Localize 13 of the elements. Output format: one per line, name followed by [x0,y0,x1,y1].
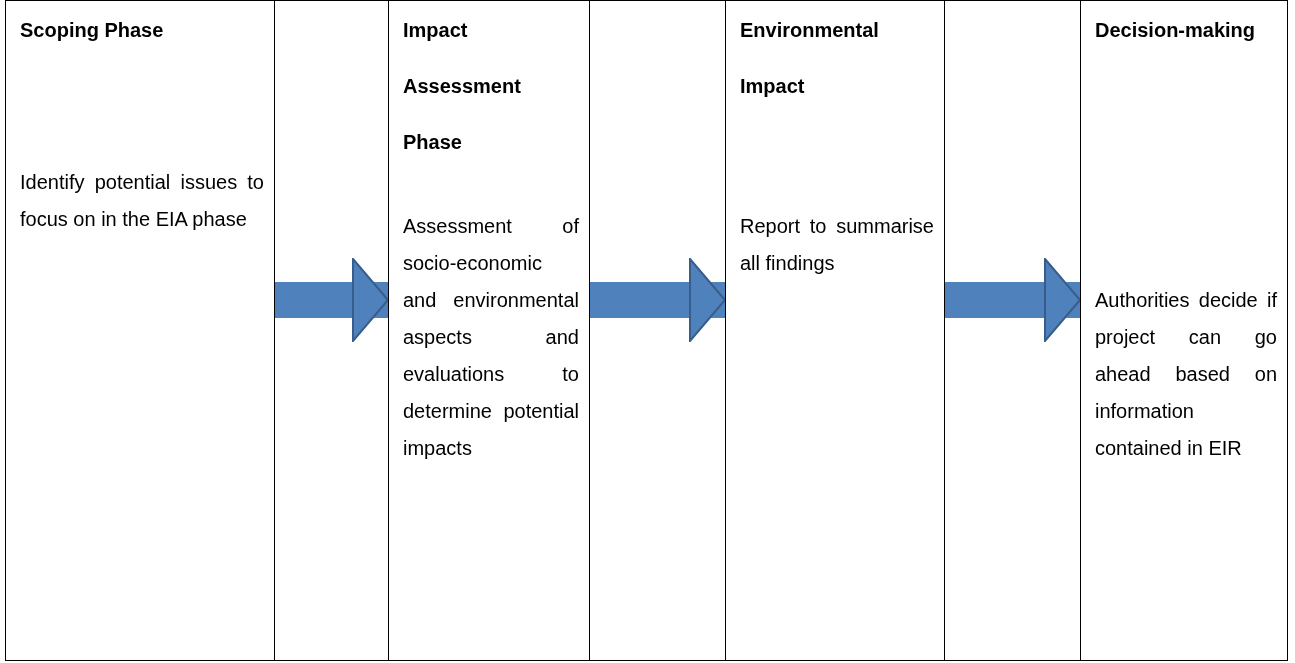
phase-cell [725,0,945,661]
phase-heading: Environmental Impact [740,18,880,99]
phase-cell [388,0,590,661]
phase-description: Identify potential issues to focus on in the EIA phase [20,170,264,232]
phase-description: Authorities decide if project can go ahead based on information contained in EIR [1095,288,1277,461]
phase-description: Report to summarise all findings [740,214,934,276]
block-arrow [590,258,726,342]
phase-heading: Decision-making [1095,18,1257,43]
block-arrow [945,258,1081,342]
phase-description: Assessment of socio-economic and environmental aspects and evaluations to determine potential impacts [403,214,579,461]
block-arrow [275,258,389,342]
phase-heading: Impact Assessment Phase [403,18,522,155]
phase-heading: Scoping Phase [20,18,165,43]
